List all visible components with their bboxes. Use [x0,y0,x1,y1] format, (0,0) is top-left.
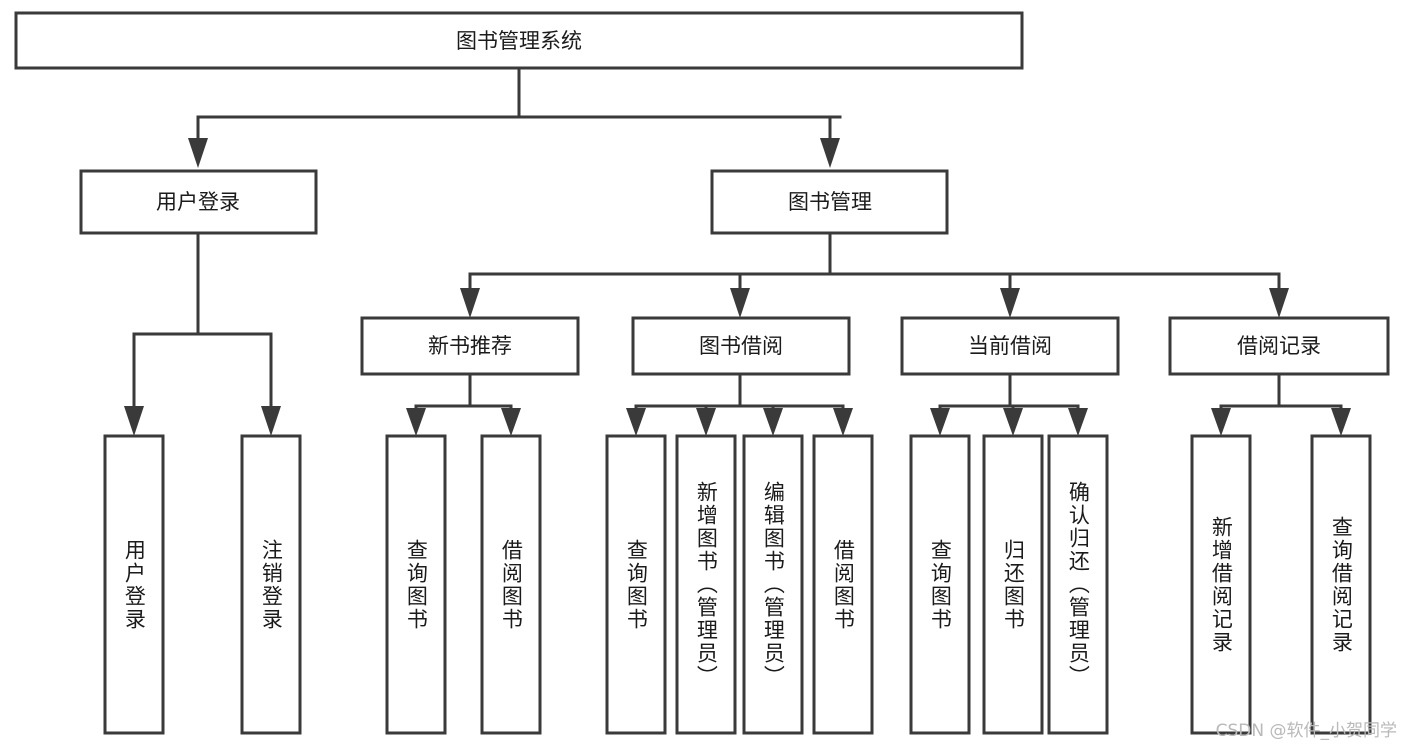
node-book-borrow[interactable]: 图书借阅 [631,316,851,376]
node-current-borrow[interactable]: 当前借阅 [900,316,1120,376]
leaf-box-return-book[interactable] [982,434,1044,735]
leaf-box-borrow-book-2[interactable] [812,434,874,735]
leaf-box-logout-login[interactable] [240,434,302,735]
connector-newbook-to-leaves [406,372,521,436]
leaf-box-query-record[interactable] [1310,434,1372,735]
csdn-watermark: CSDN @软件_小贺同学 [1215,721,1397,741]
node-borrow-record[interactable]: 借阅记录 [1168,316,1390,376]
leaf-box-user-login[interactable] [103,434,165,735]
node-label-user-login: 用户登录 [156,190,240,214]
node-label-book-management: 图书管理 [788,190,872,214]
leaf-box-borrow-book-1[interactable] [480,434,542,735]
leaf-box-edit-book[interactable] [742,434,804,735]
node-book-management[interactable]: 图书管理 [710,169,949,235]
leaf-box-add-record[interactable] [1190,434,1252,735]
node-label-book-borrow: 图书借阅 [699,334,783,358]
node-label-borrow-record: 借阅记录 [1237,334,1321,358]
connector-borrowrecord-to-leaves [1211,372,1351,436]
node-user-login[interactable]: 用户登录 [79,169,318,235]
leaf-box-confirm-return[interactable] [1047,434,1109,735]
leaf-box-query-book-3[interactable] [909,434,971,735]
leaf-box-add-book[interactable] [675,434,737,735]
node-label-root: 图书管理系统 [456,29,582,53]
leaf-box-query-book-1[interactable] [385,434,447,735]
connector-bookborrow-to-leaves [626,372,853,436]
connector-root-to-level2 [188,66,842,168]
node-book-management-system[interactable]: 图书管理系统 [14,11,1024,70]
node-label-current-borrow: 当前借阅 [968,334,1052,358]
node-new-book-recommend[interactable]: 新书推荐 [360,316,580,376]
leaf-boxes [103,434,1372,735]
connector-userlogin-to-leaves [124,231,281,436]
node-label-new-book-recommend: 新书推荐 [428,334,512,358]
connector-currentborrow-to-leaves [930,372,1088,436]
connector-bookmgmt-to-level3 [460,231,1289,318]
leaf-box-query-book-2[interactable] [605,434,667,735]
